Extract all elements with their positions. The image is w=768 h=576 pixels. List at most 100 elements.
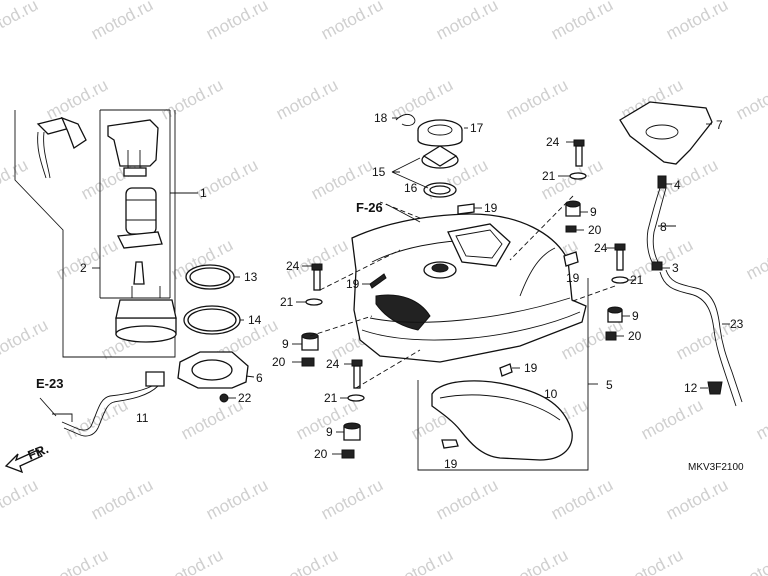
callout-9-top: 9 <box>590 205 597 219</box>
clip-19-bottom <box>441 439 459 449</box>
watermark-text: motod.ru <box>743 235 768 283</box>
watermark-text: motod.ru <box>318 475 386 523</box>
callout-1: 1 <box>200 186 207 200</box>
bolt-22 <box>219 393 236 403</box>
collar-20-top <box>565 225 584 233</box>
watermark-text: motod.ru <box>318 0 386 44</box>
washer-21-top <box>558 172 587 180</box>
clip-19-top <box>457 203 482 215</box>
callout-17: 17 <box>470 121 484 135</box>
watermark-text: motod.ru <box>63 395 131 443</box>
callout-7: 7 <box>716 118 723 132</box>
callout-9-right: 9 <box>632 309 639 323</box>
callout-24-left: 24 <box>286 259 300 273</box>
bolt-24-right <box>606 243 626 271</box>
callout-22: 22 <box>238 391 252 405</box>
callout-24-right: 24 <box>594 241 608 255</box>
watermark-text: motod.ru <box>433 475 501 523</box>
diagram-code: MKV3F2100 <box>688 462 744 473</box>
watermark-text: motod.ru <box>43 545 111 576</box>
watermark-text: motod.ru <box>158 545 226 576</box>
callout-23: 23 <box>730 317 744 331</box>
watermark-text: motod.ru <box>503 545 571 576</box>
watermark-text: motod.ru <box>733 75 768 123</box>
callout-24-lower: 24 <box>326 357 340 371</box>
callout-19-mid: 19 <box>524 361 538 375</box>
watermark-text: motod.ru <box>618 545 686 576</box>
callout-14: 14 <box>248 313 262 327</box>
wire-18 <box>395 113 416 127</box>
watermark-text: motod.ru <box>0 315 51 363</box>
front-direction-arrow <box>4 449 43 474</box>
watermark-text: motod.ru <box>433 0 501 44</box>
washer-21-right <box>611 276 636 284</box>
callout-24-top: 24 <box>546 135 560 149</box>
clamp-3 <box>651 261 670 271</box>
gasket-16 <box>423 182 457 198</box>
fuel-tank <box>351 213 587 363</box>
watermark-text: motod.ru <box>158 75 226 123</box>
bolt-24-top <box>566 139 585 167</box>
callout-9-left: 9 <box>282 337 289 351</box>
joint-4 <box>657 175 672 189</box>
bolt-24-lower <box>344 359 363 389</box>
watermark-text: motod.ru <box>43 75 111 123</box>
callout-21-left: 21 <box>280 295 294 309</box>
callout-3: 3 <box>672 261 679 275</box>
clip-12 <box>700 381 723 395</box>
callout-20-lower: 20 <box>314 447 328 461</box>
washer-21-left <box>296 298 323 306</box>
collar-20-right <box>605 331 624 341</box>
reference-labels: F-26 E-23 FR. MKV3F2100 <box>26 200 745 473</box>
fuel-feed-hose <box>52 371 165 437</box>
callout-9-lower: 9 <box>326 425 333 439</box>
reference-e23: E-23 <box>36 376 63 391</box>
tank-pad <box>431 380 573 461</box>
watermark-text: motod.ru <box>0 475 41 523</box>
pump-motor <box>116 187 163 285</box>
fuel-cap-cover-15 <box>421 145 459 169</box>
collar-20-left <box>292 357 315 367</box>
fuel-cap-17 <box>417 119 463 147</box>
o-ring-14 <box>183 305 244 335</box>
watermark-text: motod.ru <box>88 475 156 523</box>
callout-21-lower: 21 <box>324 391 338 405</box>
callout-10: 10 <box>544 387 558 401</box>
o-ring-13 <box>185 264 240 290</box>
watermark-text: motod.ru <box>388 545 456 576</box>
watermark-text: motod.ru <box>503 75 571 123</box>
callout-20-left: 20 <box>272 355 286 369</box>
callout-20-right: 20 <box>628 329 642 343</box>
watermark-text: motod.ru <box>663 475 731 523</box>
callout-16: 16 <box>404 181 418 195</box>
bolt-24-left <box>302 263 323 291</box>
breather-tube-8 <box>646 187 676 263</box>
watermark-text: motod.ru <box>548 475 616 523</box>
callout-2: 2 <box>80 261 87 275</box>
clip-19-right <box>563 251 579 267</box>
callout-6: 6 <box>256 371 263 385</box>
callout-21-top: 21 <box>542 169 556 183</box>
callout-13: 13 <box>244 270 258 284</box>
watermark-text: motod.ru <box>0 0 41 44</box>
watermark-text: motod.ru <box>0 155 31 203</box>
reference-f26: F-26 <box>356 200 383 215</box>
mount-9-left <box>292 332 319 351</box>
callout-19-right: 19 <box>566 271 580 285</box>
watermark-text: motod.ru <box>273 545 341 576</box>
washer-21-lower <box>340 394 365 402</box>
callout-18: 18 <box>374 111 388 125</box>
pump-connector <box>36 116 87 179</box>
watermark-text: motod.ru <box>663 0 731 44</box>
callout-4: 4 <box>674 178 681 192</box>
watermark-text: motod.ru <box>548 0 616 44</box>
reference-front: FR. <box>26 441 51 463</box>
mount-9-top <box>565 200 588 217</box>
watermark-text: motod.ru <box>273 75 341 123</box>
watermark-text: motod.ru <box>388 75 456 123</box>
callout-21-right: 21 <box>630 273 644 287</box>
pump-top-housing <box>107 119 159 177</box>
mount-9-lower <box>336 422 361 441</box>
fuel-pump-group <box>14 109 198 358</box>
watermark-text: motod.ru <box>203 0 271 44</box>
